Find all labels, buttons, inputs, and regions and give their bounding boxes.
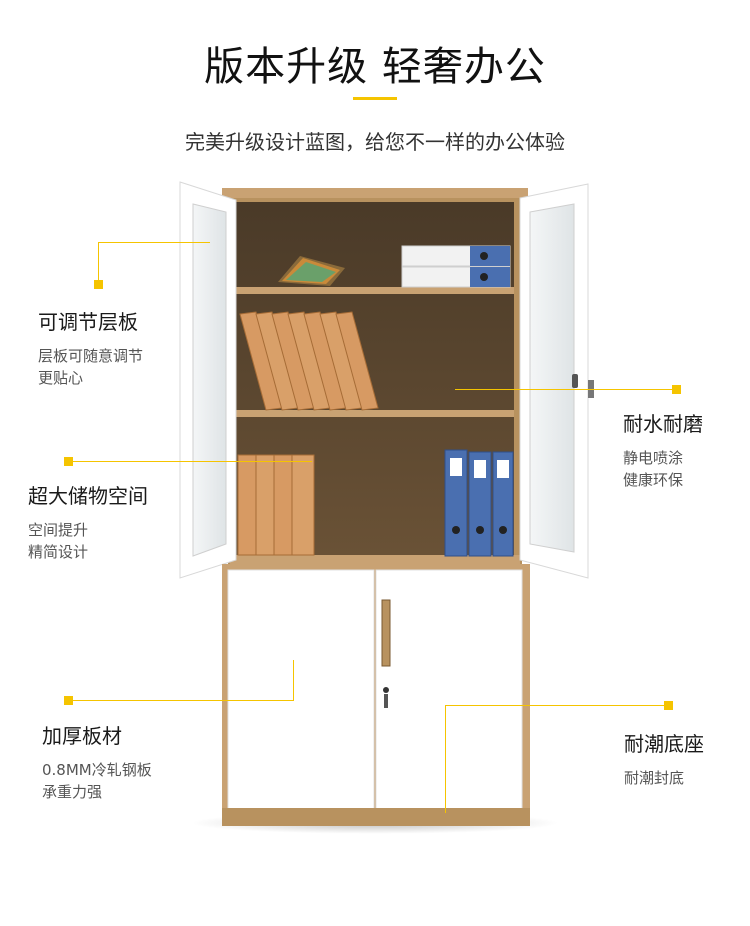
storage-callout-line — [72, 461, 312, 462]
water-callout-dot — [672, 385, 681, 394]
feature-title: 超大储物空间 — [28, 484, 148, 508]
feature-title: 耐潮底座 — [624, 732, 704, 756]
thick-callout-vline — [293, 660, 294, 700]
feature-desc-line1: 层板可随意调节 — [38, 347, 144, 365]
door-lock — [383, 687, 389, 693]
shelf-callout-vline — [98, 242, 99, 282]
door-handle — [381, 599, 391, 667]
storage-callout-dot — [64, 457, 73, 466]
feature-moisture-base: 耐潮底座 耐潮封底 — [624, 728, 704, 789]
feature-desc-line2: 承重力强 — [42, 783, 103, 801]
title-underline — [353, 97, 397, 100]
feature-title: 耐水耐磨 — [623, 412, 703, 436]
cabinet-base — [222, 808, 530, 826]
base-callout-vline — [445, 705, 446, 813]
page-title: 版本升级 轻奢办公 — [204, 44, 546, 90]
feature-desc-line1: 静电喷涂 — [623, 449, 684, 467]
feature-desc-line1: 0.8MM冷轧钢板 — [42, 761, 152, 779]
feature-desc-line1: 空间提升 — [28, 521, 89, 539]
shelf-2 — [236, 410, 514, 417]
thick-callout-dot — [64, 696, 73, 705]
page-subtitle: 完美升级设计蓝图，给您不一样的办公体验 — [185, 130, 565, 154]
blue-binders — [444, 449, 514, 557]
feature-title: 可调节层板 — [38, 310, 138, 334]
feature-water-resistant: 耐水耐磨 静电喷涂 健康环保 — [623, 408, 703, 491]
right-glass-door — [519, 183, 594, 579]
shelf-1 — [236, 287, 514, 294]
brown-folders-middle — [239, 311, 379, 411]
shelf-3 — [230, 555, 520, 564]
lower-left-door — [227, 569, 375, 811]
lower-right-door — [375, 569, 523, 811]
feature-desc-line2: 更贴心 — [38, 369, 84, 387]
base-callout-line — [445, 705, 667, 706]
left-glass-door — [179, 181, 237, 579]
feature-desc-line2: 健康环保 — [623, 471, 684, 489]
feature-large-storage: 超大储物空间 空间提升 精简设计 — [28, 480, 148, 563]
white-binders — [401, 245, 511, 288]
feature-desc-line2: 精简设计 — [28, 543, 89, 561]
thick-callout-line — [72, 700, 294, 701]
water-callout-line — [455, 389, 673, 390]
shelf-callout-line — [98, 242, 210, 243]
feature-title: 加厚板材 — [42, 724, 122, 748]
magazines — [278, 256, 345, 286]
feature-thick-plate: 加厚板材 0.8MM冷轧钢板 承重力强 — [42, 720, 152, 803]
brown-folders-lower — [237, 454, 315, 556]
base-callout-dot — [664, 701, 673, 710]
cabinet-top — [222, 188, 528, 200]
shelf-callout-dot — [94, 280, 103, 289]
feature-adjustable-shelf: 可调节层板 层板可随意调节 更贴心 — [38, 306, 143, 389]
feature-desc-line1: 耐潮封底 — [624, 769, 685, 787]
